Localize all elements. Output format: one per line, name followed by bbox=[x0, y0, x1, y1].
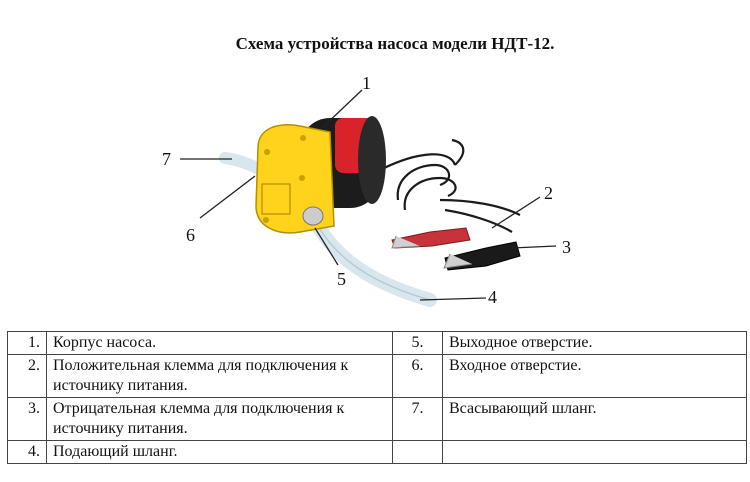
legend-number: 1. bbox=[7, 331, 47, 355]
callout-6: 6 bbox=[186, 225, 195, 245]
legend-number: 2. bbox=[7, 354, 47, 398]
legend-description: Входное отверстие. bbox=[442, 354, 747, 398]
callout-4: 4 bbox=[488, 287, 497, 307]
callout-1: 1 bbox=[362, 73, 371, 93]
legend-description: Подающий шланг. bbox=[46, 440, 393, 464]
legend-description bbox=[442, 440, 747, 464]
legend-description: Отрицательная клемма для подключения к и… bbox=[46, 397, 393, 441]
callout-3: 3 bbox=[562, 237, 571, 257]
callout-2: 2 bbox=[544, 183, 553, 203]
legend-row: 2. Положительная клемма для подключения … bbox=[7, 354, 747, 398]
callout-5: 5 bbox=[337, 269, 346, 289]
legend-description: Всасывающий шланг. bbox=[442, 397, 747, 441]
suction-hose bbox=[219, 152, 268, 176]
pump-housing bbox=[255, 124, 335, 234]
legend-number: 7. bbox=[392, 397, 443, 441]
diagram-title: Схема устройства насоса модели НДТ-12. bbox=[235, 34, 555, 53]
pump-illustration bbox=[180, 89, 557, 307]
legend-number: 4. bbox=[7, 440, 47, 464]
legend-number: 5. bbox=[392, 331, 443, 355]
legend-description: Положительная клемма для подключения к и… bbox=[46, 354, 393, 398]
delivery-hose bbox=[308, 213, 437, 307]
positive-clamp bbox=[391, 227, 471, 249]
callout-7: 7 bbox=[162, 149, 171, 169]
power-cable bbox=[379, 138, 521, 233]
legend-row: 4. Подающий шланг. bbox=[7, 440, 747, 464]
legend-number: 6. bbox=[392, 354, 443, 398]
negative-clamp bbox=[443, 241, 521, 271]
leader-lines bbox=[180, 89, 557, 301]
legend-number: 3. bbox=[7, 397, 47, 441]
legend-row: 1. Корпус насоса. 5. Выходное отверстие. bbox=[7, 331, 747, 355]
legend-table: 1. Корпус насоса. 5. Выходное отверстие.… bbox=[7, 331, 747, 464]
legend-number bbox=[392, 440, 443, 464]
legend-description: Выходное отверстие. bbox=[442, 331, 747, 355]
legend-description: Корпус насоса. bbox=[46, 331, 393, 355]
legend-row: 3. Отрицательная клемма для подключения … bbox=[7, 397, 747, 441]
